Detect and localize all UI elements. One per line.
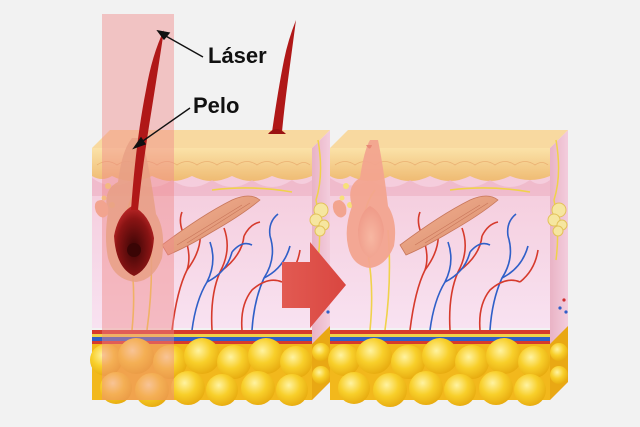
skin-after-treatment [327, 129, 569, 408]
hair-label: Pelo [193, 93, 240, 118]
hair-bulb-removed [358, 206, 384, 258]
hair-shaft [131, 30, 164, 210]
right-arrow-icon [282, 242, 346, 328]
callout-pointers [132, 29, 204, 150]
hair-bulb-burned [114, 206, 154, 276]
laser-label: Láser [208, 43, 267, 68]
hair-shaft-side [272, 20, 296, 132]
skin-before-treatment [89, 14, 331, 408]
